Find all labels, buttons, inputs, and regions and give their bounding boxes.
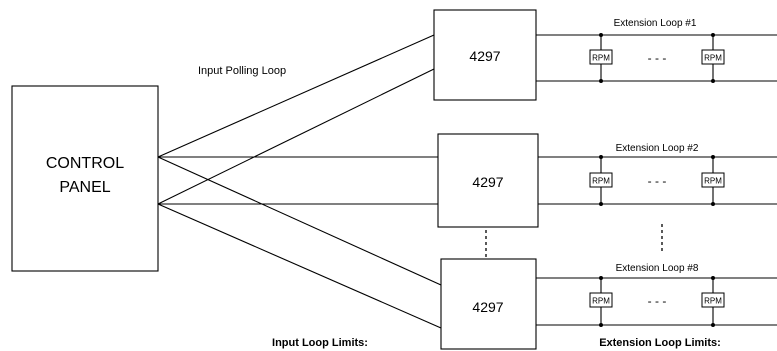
rpm-label: RPM <box>592 54 610 63</box>
input-wire <box>157 156 442 286</box>
junction-dot <box>599 276 603 280</box>
expander-module-1: 4297 <box>433 9 537 101</box>
rpm-gap-dashes: - - - <box>648 174 667 188</box>
junction-dot <box>711 155 715 159</box>
extension-loop-1: Extension Loop #1 RPM RPM - - - <box>536 18 777 83</box>
expander-box <box>440 258 537 350</box>
extension-loop-label: Extension Loop #8 <box>616 263 699 274</box>
control-panel-label-line1: CONTROL <box>46 155 124 172</box>
input-polling-loop-label: Input Polling Loop <box>198 65 286 77</box>
rpm-module <box>701 49 725 65</box>
rpm-label: RPM <box>592 297 610 306</box>
expander-box <box>433 9 537 101</box>
rpm-gap-dashes: - - - <box>648 294 667 308</box>
control-panel-box <box>11 85 159 272</box>
rpm-label: RPM <box>704 297 722 306</box>
junction-dot <box>711 202 715 206</box>
rpm-module <box>589 292 613 308</box>
junction-dot <box>711 323 715 327</box>
input-loop-limits-heading: Input Loop Limits: <box>272 337 368 349</box>
input-wire <box>157 203 442 329</box>
input-wire <box>157 68 435 205</box>
rpm-gap-dashes: - - - <box>648 51 667 65</box>
junction-dot <box>599 33 603 37</box>
expander-box <box>437 133 539 228</box>
expander-module-8: 4297 <box>440 258 537 350</box>
junction-dot <box>599 202 603 206</box>
expander-label: 4297 <box>472 299 503 315</box>
control-panel-label-line2: PANEL <box>59 179 110 196</box>
junction-dot <box>599 323 603 327</box>
extension-loop-8: Extension Loop #8 RPM RPM - - - <box>536 263 777 327</box>
rpm-module <box>589 49 613 65</box>
rpm-module <box>589 172 613 188</box>
rpm-label: RPM <box>704 54 722 63</box>
extension-loop-limits-heading: Extension Loop Limits: <box>599 337 721 349</box>
rpm-module <box>701 172 725 188</box>
junction-dot <box>711 276 715 280</box>
junction-dot <box>711 79 715 83</box>
extension-loop-label: Extension Loop #2 <box>616 143 699 154</box>
junction-dot <box>599 79 603 83</box>
input-wire <box>157 34 435 158</box>
control-panel: CONTROL PANEL <box>11 85 159 272</box>
extension-loop-label: Extension Loop #1 <box>614 18 697 29</box>
junction-dot <box>711 33 715 37</box>
rpm-label: RPM <box>704 177 722 186</box>
expander-label: 4297 <box>469 48 500 64</box>
input-polling-loop-wires <box>157 34 442 329</box>
rpm-module <box>701 292 725 308</box>
rpm-label: RPM <box>592 177 610 186</box>
extension-loop-2: Extension Loop #2 RPM RPM - - - <box>538 143 777 206</box>
expander-module-2: 4297 <box>437 133 539 228</box>
junction-dot <box>599 155 603 159</box>
expander-label: 4297 <box>472 174 503 190</box>
